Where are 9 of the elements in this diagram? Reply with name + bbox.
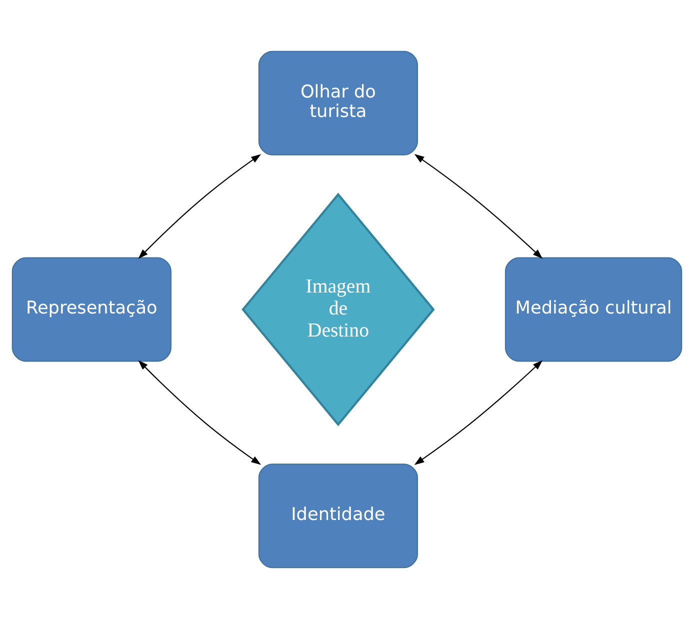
node-box: Olhar do turista xyxy=(258,50,418,156)
arrow xyxy=(414,154,543,259)
node-box: Mediação cultural xyxy=(504,257,682,362)
arrow xyxy=(414,360,543,465)
arrow xyxy=(138,154,262,259)
node-diamond: Imagem de Destino xyxy=(242,192,435,426)
node-box: Representação xyxy=(12,257,172,362)
arrow xyxy=(138,360,262,465)
node-box: Identidade xyxy=(258,464,418,568)
